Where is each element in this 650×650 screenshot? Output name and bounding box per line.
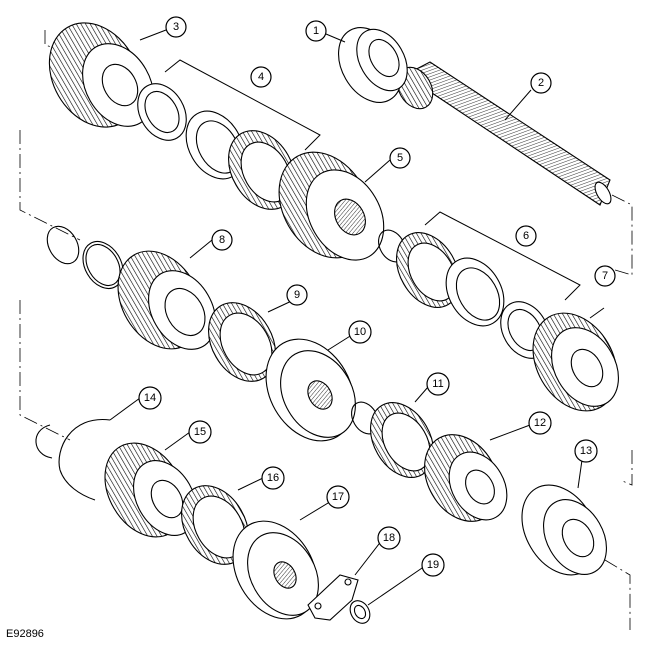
snap-rings-left [46, 225, 124, 289]
callout-11: 11 [426, 372, 450, 396]
gear-part-12 [424, 434, 508, 522]
callout-3: 3 [165, 16, 187, 38]
svg-text:13: 13 [580, 445, 592, 457]
synchro-ring-part-16 [181, 485, 249, 565]
svg-text:16: 16 [267, 472, 279, 484]
svg-text:5: 5 [397, 152, 403, 164]
bearing-part-1 [338, 27, 408, 103]
figure-id: E92896 [6, 628, 44, 640]
callout-8: 8 [211, 229, 233, 251]
svg-text:18: 18 [383, 532, 395, 544]
svg-text:11: 11 [432, 378, 443, 390]
svg-text:17: 17 [332, 491, 344, 503]
callout-6: 6 [515, 225, 537, 247]
lock-washer-part-19 [349, 600, 371, 624]
grouping-lines [19, 30, 633, 630]
svg-text:3: 3 [173, 21, 179, 33]
synchro-ring-part-11 [351, 401, 434, 478]
callout-10: 10 [348, 320, 372, 344]
callout-5: 5 [389, 147, 411, 169]
callout-13: 13 [574, 439, 598, 463]
callout-19: 19 [421, 553, 445, 577]
svg-text:1: 1 [313, 25, 319, 37]
svg-text:10: 10 [354, 326, 366, 338]
svg-text:15: 15 [194, 426, 206, 438]
gear-part-3 [48, 22, 154, 128]
callout-1: 1 [305, 20, 327, 42]
svg-text:8: 8 [219, 234, 225, 246]
callout-14: 14 [138, 386, 162, 410]
callout-2: 2 [530, 72, 552, 94]
svg-text:6: 6 [523, 230, 529, 242]
svg-text:4: 4 [258, 71, 264, 83]
synchro-ring-part-9 [208, 302, 276, 382]
hub-gear-part-5 [278, 151, 385, 261]
svg-text:2: 2 [538, 77, 544, 89]
svg-text:14: 14 [144, 392, 156, 404]
callout-7: 7 [594, 265, 616, 287]
svg-text:12: 12 [534, 417, 546, 429]
synchro-set-part-4 [137, 83, 296, 210]
shaft-part [396, 61, 612, 206]
callout-15: 15 [188, 420, 212, 444]
callout-9: 9 [286, 284, 308, 306]
gear-part-8 [117, 250, 216, 350]
synchro-set-part-6 [378, 229, 550, 359]
svg-text:7: 7 [602, 270, 608, 282]
svg-text:9: 9 [294, 289, 300, 301]
gear-part-7 [532, 312, 619, 412]
svg-text:19: 19 [427, 559, 439, 571]
callout-4: 4 [250, 66, 272, 88]
callout-17: 17 [326, 485, 350, 509]
retaining-plate-part-18 [307, 574, 359, 621]
callout-16: 16 [261, 466, 285, 490]
bearing-part-13 [521, 484, 607, 576]
callout-18: 18 [377, 526, 401, 550]
synchro-hub-part-17 [232, 520, 319, 620]
callout-12: 12 [528, 411, 552, 435]
synchro-hub-part-10 [265, 338, 356, 442]
snap-ring-part-14 [35, 419, 111, 501]
